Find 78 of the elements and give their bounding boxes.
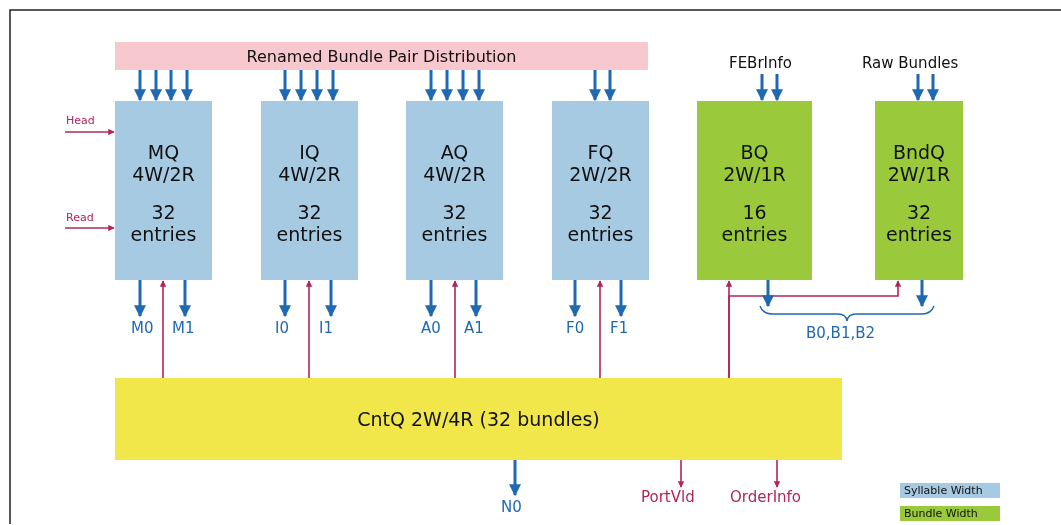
- queue-box: [115, 101, 212, 280]
- queue-title: BQ 2W/1R: [722, 141, 787, 185]
- signal-label: Head: [66, 114, 95, 127]
- queue-box: [552, 101, 649, 280]
- arrow: [425, 70, 437, 102]
- signal-label: N0: [501, 498, 522, 516]
- legend-label: Syllable Width: [904, 484, 983, 497]
- arrow: [604, 70, 616, 102]
- arrow: [295, 70, 307, 102]
- signal-label: PortVld: [641, 488, 695, 506]
- arrow: [150, 70, 162, 102]
- arrow: [762, 280, 774, 308]
- arrow: [470, 280, 482, 318]
- entry-count: 16 entries: [720, 201, 789, 245]
- entry-count: 32 entries: [566, 201, 635, 245]
- signal-label: A1: [464, 319, 484, 337]
- queue-title: FQ 2W/2R: [568, 141, 633, 185]
- arrow: [64, 224, 115, 232]
- signal-label: OrderInfo: [730, 488, 801, 506]
- arrow: [165, 70, 177, 102]
- band-title: Renamed Bundle Pair Distribution: [246, 46, 517, 66]
- signal-label: F1: [610, 319, 629, 337]
- arrow: [771, 74, 783, 102]
- arrow: [615, 280, 627, 318]
- signal-label: M0: [131, 319, 154, 337]
- signal-label: A0: [421, 319, 441, 337]
- arrow: [327, 70, 339, 102]
- arrow: [728, 280, 902, 379]
- arrow: [179, 280, 191, 318]
- arrow: [589, 70, 601, 102]
- queue-box: [875, 101, 963, 280]
- queue-box: [261, 101, 358, 280]
- arrow: [441, 70, 453, 102]
- signal-label: I1: [319, 319, 333, 337]
- arrow: [756, 74, 768, 102]
- signal-label: Raw Bundles: [862, 54, 959, 72]
- arrow: [927, 74, 939, 102]
- arrow: [325, 280, 337, 318]
- entry-count: 32 entries: [129, 201, 198, 245]
- arrow: [279, 70, 291, 102]
- signal-label: I0: [275, 319, 289, 337]
- arrow: [181, 70, 193, 102]
- arrow: [916, 280, 928, 308]
- queue-title: CntQ 2W/4R (32 bundles): [356, 408, 601, 430]
- signal-label: B0,B1,B2: [806, 324, 876, 342]
- arrow: [912, 74, 924, 102]
- legend-label: Bundle Width: [904, 507, 978, 520]
- arrow: [677, 459, 685, 488]
- arrow: [305, 280, 313, 379]
- queue-title: IQ 4W/2R: [277, 141, 342, 185]
- arrow: [569, 280, 581, 318]
- signal-label: FEBrInfo: [729, 54, 792, 72]
- signal-label: Read: [66, 211, 94, 224]
- signal-label: M1: [172, 319, 195, 337]
- arrow: [596, 280, 604, 379]
- entry-count: 32 entries: [885, 201, 953, 245]
- queue-title: AQ 4W/2R: [422, 141, 487, 185]
- arrow: [134, 70, 146, 102]
- distribution-band: [115, 42, 648, 70]
- arrow: [425, 280, 437, 318]
- arrow: [451, 280, 459, 379]
- arrow: [773, 459, 781, 488]
- arrow: [509, 460, 521, 497]
- arrow: [457, 70, 469, 102]
- arrow: [159, 280, 167, 379]
- signal-label: F0: [566, 319, 585, 337]
- queue-title: MQ 4W/2R: [131, 141, 196, 185]
- arrow: [473, 70, 485, 102]
- queue-box: [697, 101, 812, 280]
- arrow: [311, 70, 323, 102]
- arrow: [279, 280, 291, 318]
- queue-box: [406, 101, 503, 280]
- arrow: [64, 128, 115, 136]
- entry-count: 32 entries: [275, 201, 344, 245]
- counter-queue-box: [115, 378, 842, 460]
- queue-title: BndQ 2W/1R: [886, 141, 952, 185]
- arrow: [134, 280, 146, 318]
- entry-count: 32 entries: [420, 201, 489, 245]
